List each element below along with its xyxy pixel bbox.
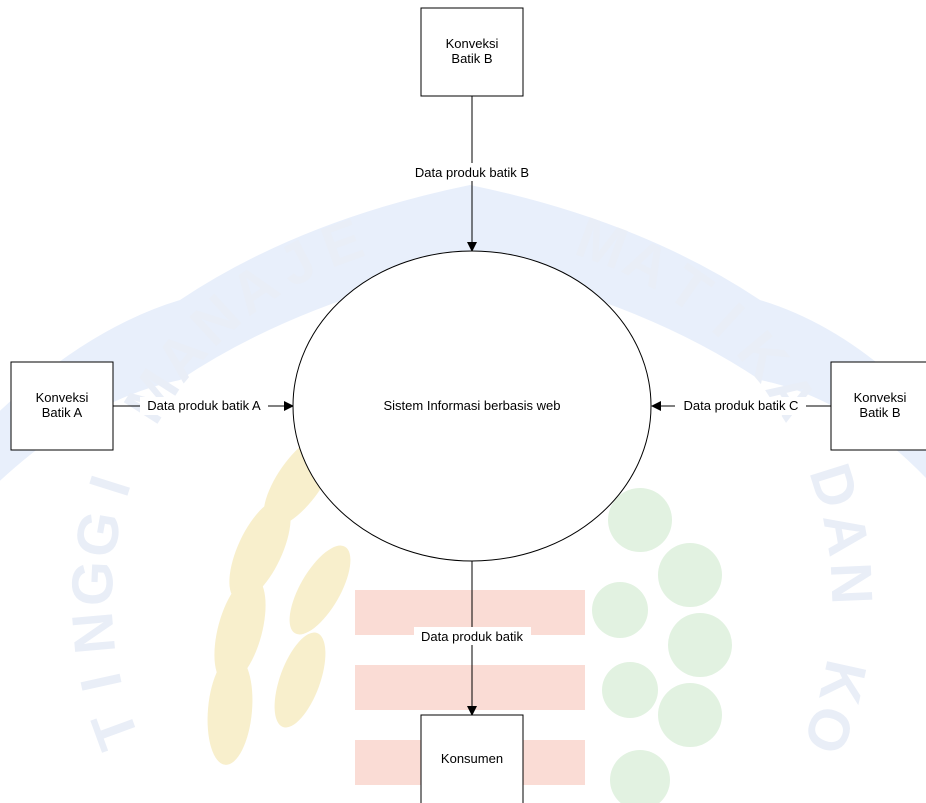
flow-top-label-bg [407,163,538,181]
entity-top-line1: Konveksi [446,36,499,51]
watermark-wheat [207,433,351,765]
watermark-stripe [355,665,585,710]
watermark-left-letter: G [59,559,126,607]
watermark-left-letter: N [60,609,128,656]
entity-bottom-box [420,714,524,803]
flow-bottom-label: Data produk batik [421,629,523,644]
flow-right-label-bg [675,397,806,415]
flow-bottom-label-bg [414,627,531,645]
watermark-arch [0,185,926,481]
entity-right-box [830,361,926,451]
flow-left-label: Data produk batik A [147,398,261,413]
flow-right-label: Data produk batik C [684,398,799,413]
entity-top-line2: Batik B [451,51,492,66]
watermark-cotton [592,488,732,803]
entity-right-line1: Konveksi [854,390,907,405]
entity-left-line1: Konveksi [36,390,89,405]
watermark-left-letter: G [62,506,134,562]
entity-bottom-line1: Konsumen [441,751,503,766]
entity-top-box [420,7,524,97]
process-circle [292,250,652,562]
entity-left-line2: Batik A [42,405,83,420]
flow-left-label-bg [140,397,268,415]
watermark-right-letter: N [818,561,885,606]
entity-right-line2: Batik B [859,405,900,420]
flow-top-label: Data produk batik B [415,165,529,180]
process-label: Sistem Informasi berbasis web [383,398,560,413]
entity-left-box [10,361,114,451]
